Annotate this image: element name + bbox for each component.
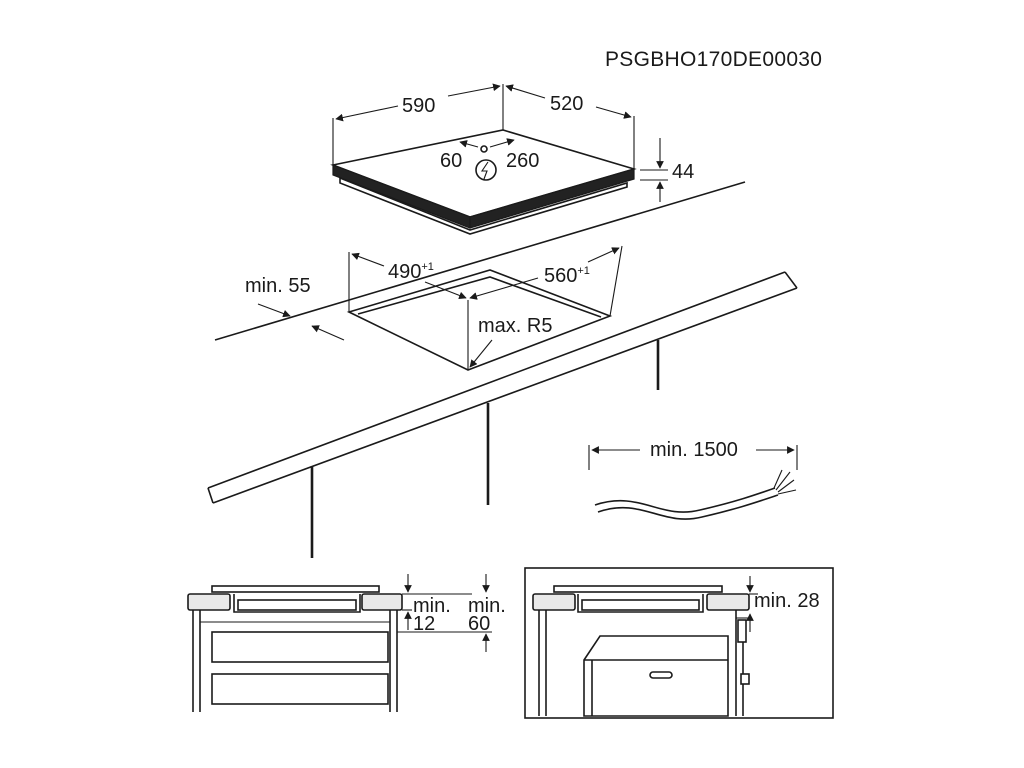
corner-radius-label: max. R5	[478, 315, 552, 337]
worktop-front-bottom-edge	[212, 287, 798, 504]
hob-front-edge-right	[469, 168, 635, 229]
worktop-drawing: 490+1 560+1 max. R5 min. 55	[207, 181, 798, 558]
oven-gap-label: min. 28	[754, 590, 820, 612]
worktop-front-top-edge	[207, 271, 786, 489]
conn-left-label: 60	[440, 150, 462, 172]
worktop-section-right	[361, 593, 403, 611]
worktop-section-right	[706, 593, 750, 611]
document-code: PSGBHO170DE00030	[605, 48, 822, 71]
hob-glass	[553, 585, 723, 593]
section-drawer-cabinet: min. 12 min. 60	[187, 574, 506, 712]
dim-line-edge-distance	[257, 303, 291, 318]
dim-ext-line	[609, 245, 623, 317]
hob-body	[577, 594, 704, 613]
oven-knob	[740, 673, 750, 685]
gap-top-label-line1: min.	[413, 595, 451, 617]
cable	[597, 494, 779, 520]
corner-radius-arrow	[469, 339, 493, 368]
worktop-right-edge	[784, 271, 798, 289]
cable	[594, 487, 776, 513]
hob-height-label: 44	[672, 161, 694, 183]
hob-underside	[339, 176, 628, 235]
gap-top-label-line2: 12	[413, 613, 435, 635]
cabinet-trim	[737, 619, 747, 643]
cable-length-label: min. 1500	[650, 439, 738, 461]
dim-line-conn-right	[489, 138, 515, 148]
dim-line-edge-distance	[311, 325, 345, 341]
gap-bottom-label-line1: min.	[468, 595, 506, 617]
dim-line-cutout-width	[351, 252, 385, 267]
worktop-section-left	[187, 593, 231, 611]
gap-bottom-label-line2: 60	[468, 613, 490, 635]
dim-line-cutout-depth	[587, 247, 620, 263]
dim-line-depth	[505, 84, 546, 99]
oven-handle	[649, 671, 673, 679]
cable-wire	[773, 469, 783, 489]
section-frame	[524, 567, 834, 719]
worktop-section-left	[532, 593, 576, 611]
dim-line-cutout-width	[424, 281, 467, 300]
worktop-left-edge	[207, 487, 214, 504]
hob-glass	[211, 585, 380, 593]
dim-line-width	[447, 83, 501, 97]
connection-point	[480, 145, 488, 153]
drawer	[211, 673, 389, 705]
hob-body-inner	[581, 599, 700, 611]
dim-line-depth	[595, 106, 632, 119]
worktop-back-edge	[214, 181, 746, 341]
section-oven-cabinet: min. 28	[524, 567, 834, 719]
hob-body	[233, 594, 361, 613]
hob-depth-label: 520	[550, 93, 583, 115]
dim-line-width	[335, 105, 399, 122]
cutout-depth-label: 560+1	[544, 265, 590, 287]
hob-width-label: 590	[402, 95, 435, 117]
edge-distance-label: min. 55	[245, 275, 311, 297]
cable-wire	[775, 471, 791, 491]
dim-line-conn-left	[459, 140, 479, 148]
hob-drawing: 590 520 60 260 44	[330, 83, 694, 235]
cutout-inner-edge	[357, 276, 602, 318]
hob-body-inner	[237, 599, 357, 611]
cutout-width-label: 490+1	[388, 261, 434, 283]
cable-drawing: min. 1500	[588, 439, 798, 520]
conn-right-label: 260	[506, 150, 539, 172]
dim-line-cutout-depth	[469, 277, 539, 300]
drawer	[211, 631, 389, 663]
cable-wire	[777, 489, 797, 495]
cable-wire	[777, 479, 795, 493]
electrical-connection-icon	[475, 159, 497, 181]
